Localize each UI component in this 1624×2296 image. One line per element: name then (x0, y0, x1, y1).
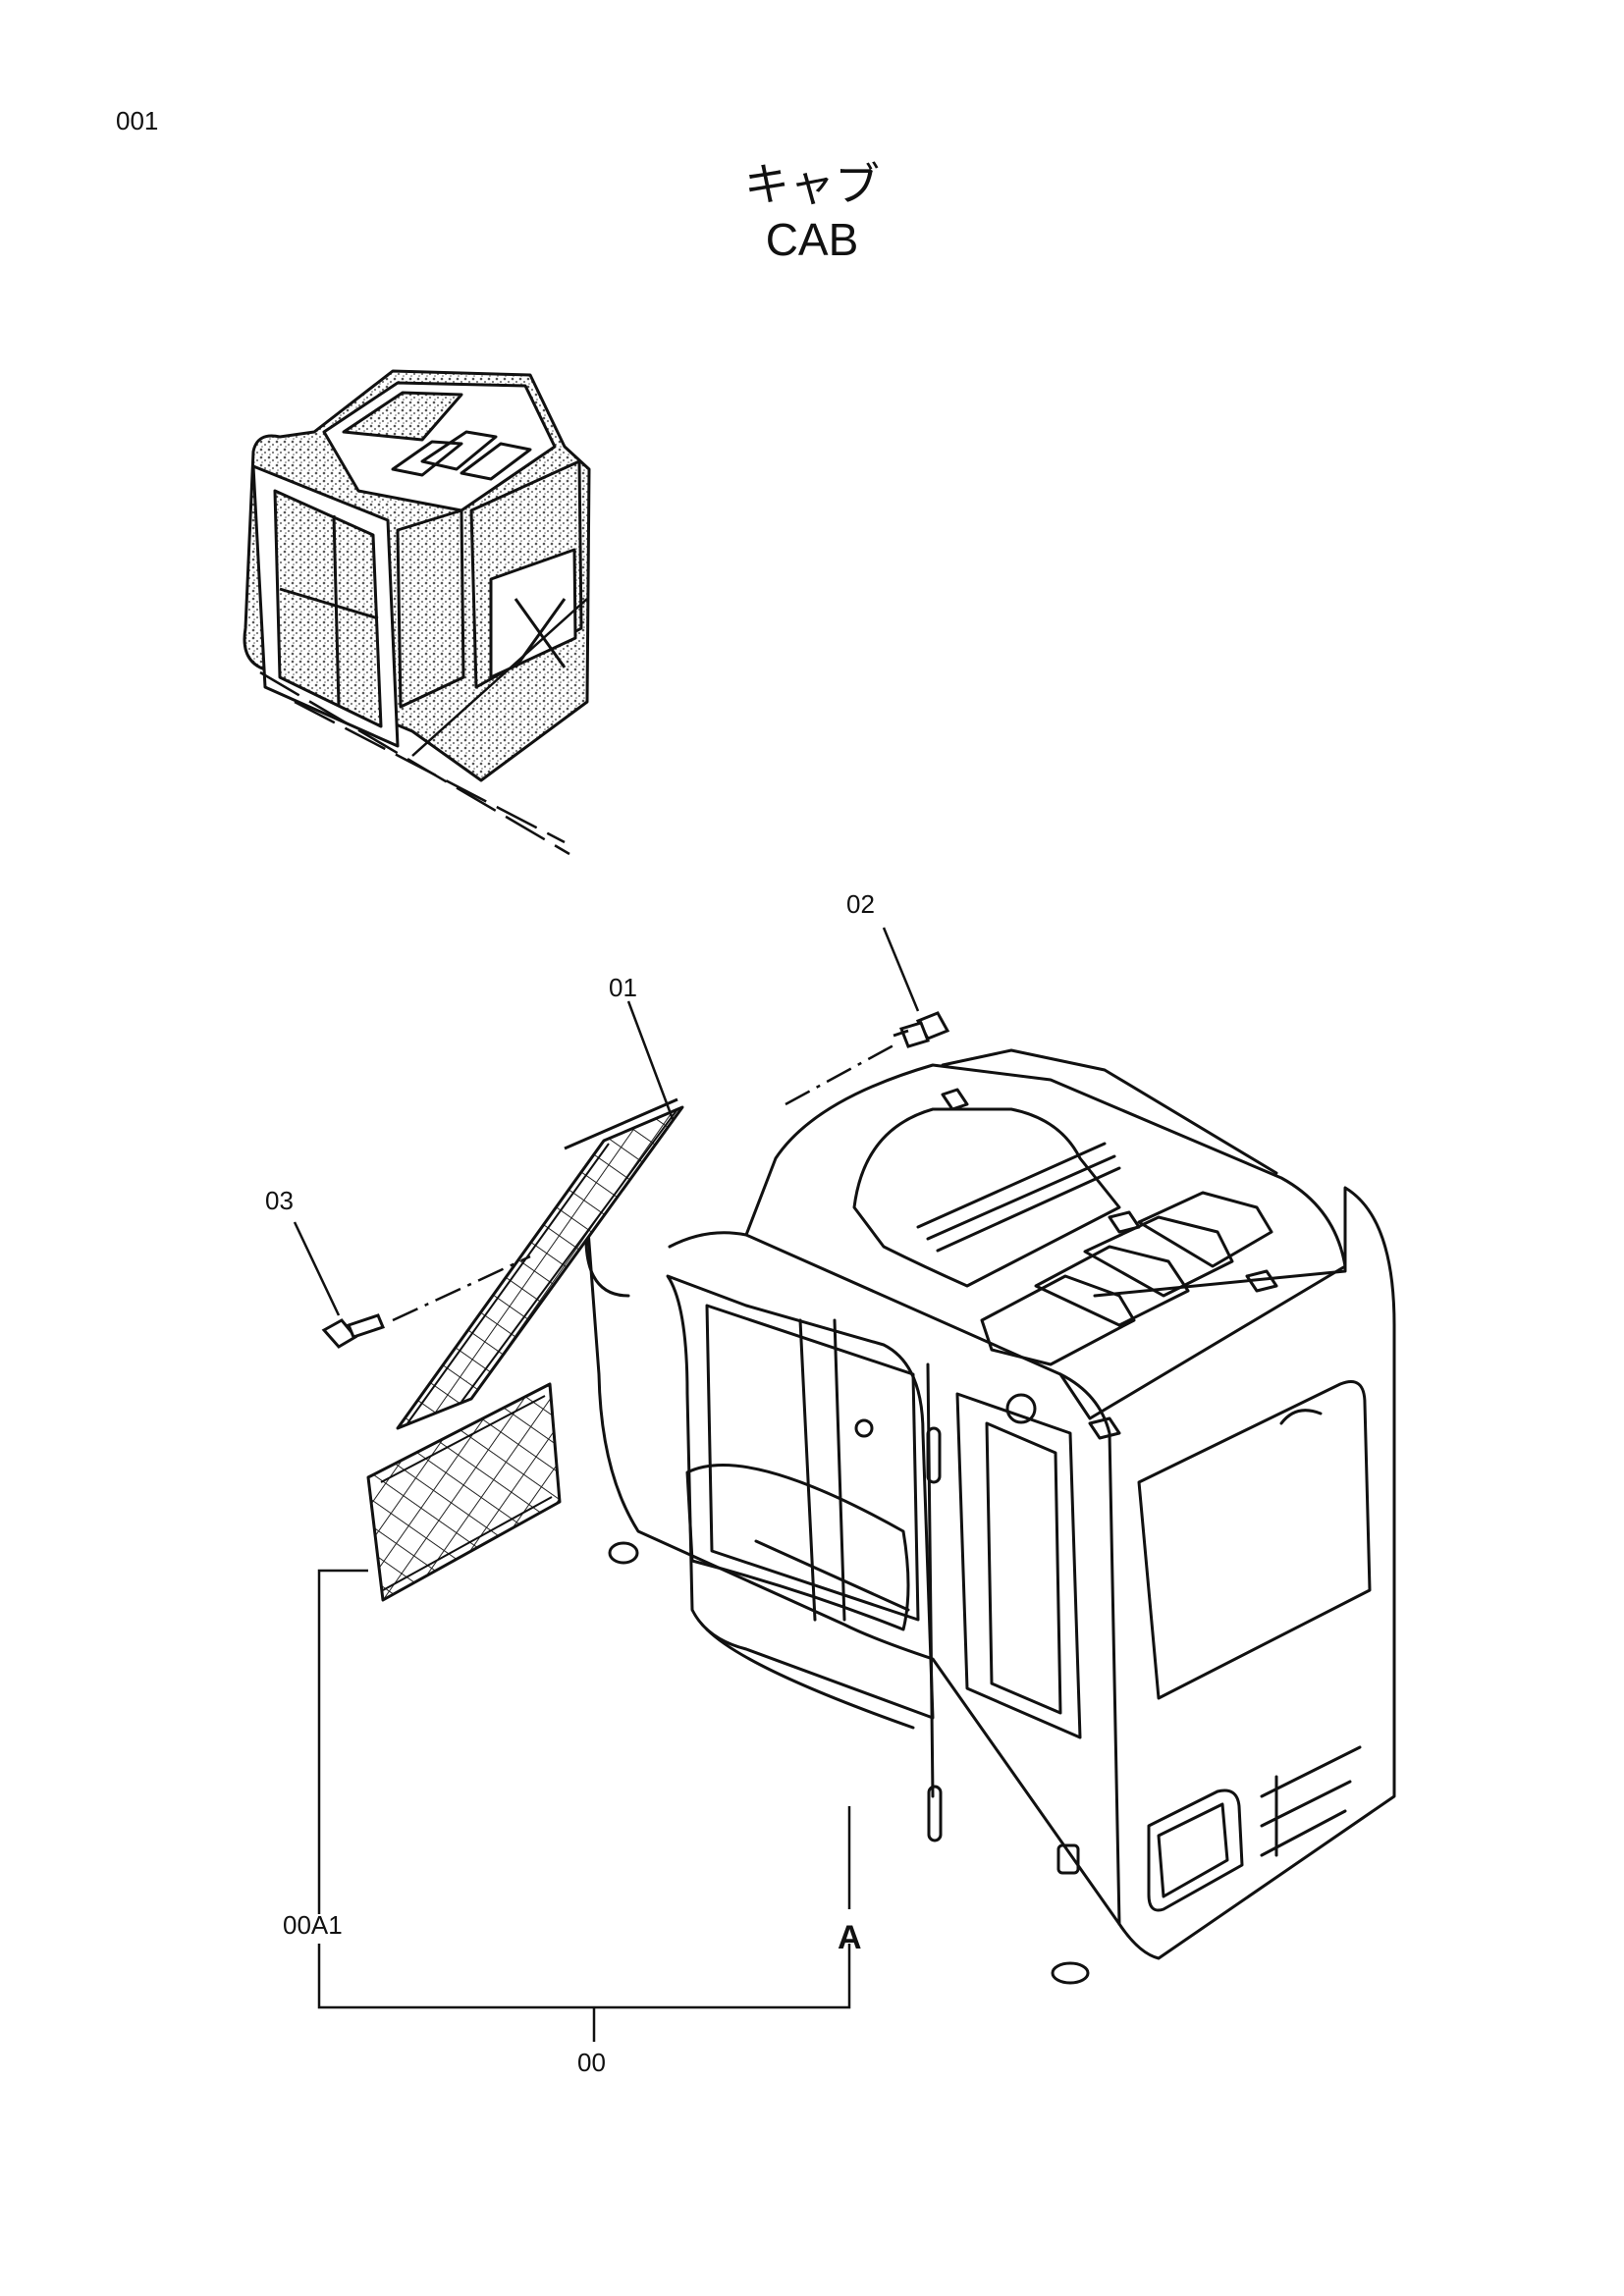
page-title: キャブ CAB (714, 157, 910, 267)
callout-A: A (838, 1919, 862, 1956)
part-00A1-screen (366, 1382, 562, 1602)
title-japanese: キャブ (744, 158, 880, 211)
page-number: 001 (116, 106, 159, 135)
leader-lines (293, 927, 920, 2042)
title-english: CAB (765, 214, 859, 266)
overview-cab-illustration (243, 369, 591, 856)
callout-02: 02 (846, 889, 875, 919)
callout-00: 00 (577, 2048, 606, 2077)
main-cab-illustration (584, 1048, 1396, 1985)
callout-01: 01 (609, 973, 637, 1002)
part-03-bolt (321, 1313, 386, 1349)
part-02-bolt (893, 1011, 950, 1048)
callout-03: 03 (265, 1186, 294, 1215)
part-01-screen (396, 1097, 684, 1430)
callout-00A1: 00A1 (283, 1910, 343, 1940)
